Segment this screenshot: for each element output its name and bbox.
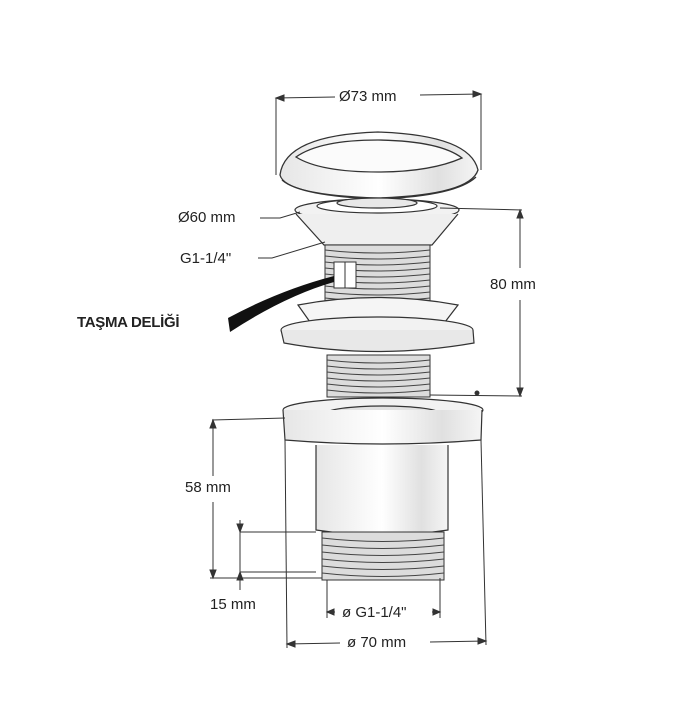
thread-bottom-label: ø G1-1/4" [340, 604, 409, 621]
upper-flange [294, 197, 460, 246]
bottom-thread [321, 531, 445, 581]
thread-diameter-dimension [325, 578, 442, 618]
base-diameter-dimension [284, 439, 488, 649]
thread-top-label: G1-1/4" [178, 250, 234, 267]
height-58-dimension [209, 417, 322, 580]
middle-nut [280, 296, 475, 353]
lower-height-label: 58 mm [183, 479, 233, 496]
lower-body [282, 397, 484, 536]
cap-diameter-label: Ø73 mm [337, 88, 399, 105]
height-80-dimension [429, 207, 524, 398]
leader-lines [258, 211, 326, 259]
upper-thread [324, 244, 431, 306]
lower-diameter-label: ø 70 mm [345, 634, 409, 651]
flange-diameter-label: Ø60 mm [176, 209, 238, 226]
middle-thread [326, 354, 431, 398]
thread-length-label: 15 mm [208, 596, 258, 613]
thread-15-dimension [236, 520, 316, 590]
overflow-hole-label: TAŞMA DELİĞİ [77, 314, 180, 331]
cap-dimension [274, 90, 483, 175]
overflow-pointer [228, 276, 334, 332]
body-height-label: 80 mm [488, 276, 538, 293]
drain-cap [279, 131, 479, 200]
